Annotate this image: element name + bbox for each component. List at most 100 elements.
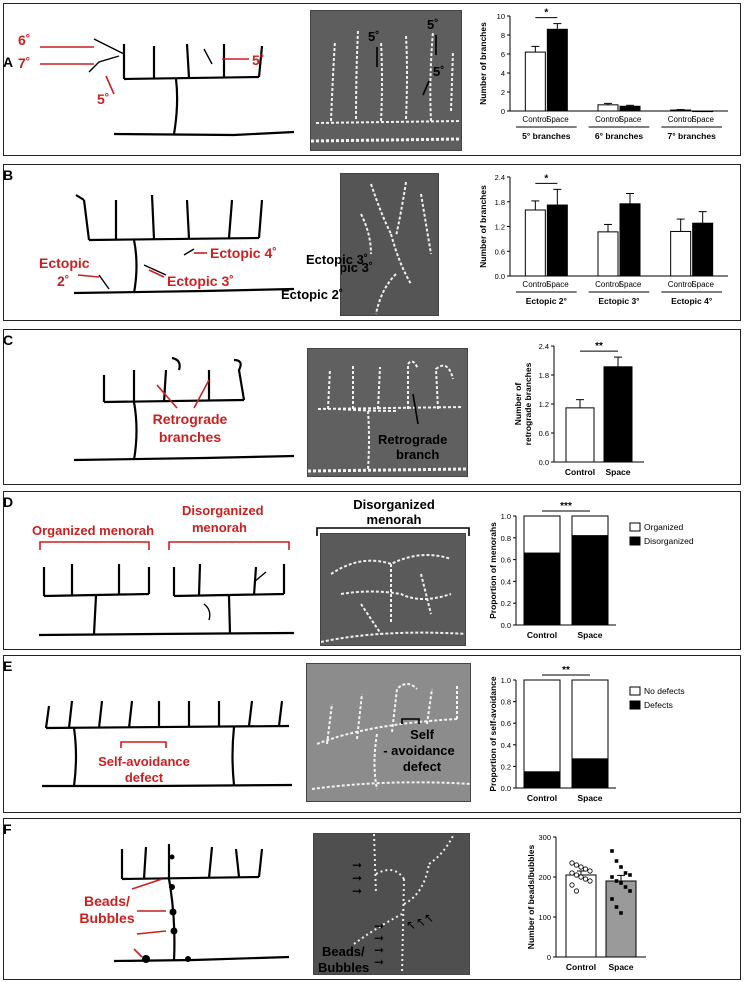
bar	[565, 874, 597, 958]
arrow-icon: ➞	[352, 871, 362, 885]
y-axis-label: retrograde branches	[523, 362, 533, 445]
x-tick-label: Space	[619, 115, 642, 124]
diagram-label: Retrograde	[153, 411, 228, 427]
bar	[619, 203, 641, 277]
micro-label: Self	[410, 727, 435, 742]
legend-swatch	[629, 522, 641, 532]
panel-e: E Self-avoidance defect Self - avoidance…	[3, 655, 741, 813]
panel-c-micrograph: Retrograde branch	[307, 348, 468, 477]
y-tick-label: 0.6	[495, 247, 505, 256]
y-axis-label: Proportion of self-avoidance	[488, 676, 498, 792]
arrow-icon: ➞	[352, 858, 362, 872]
bar	[571, 535, 609, 626]
diagram-label: Bubbles	[79, 910, 134, 926]
data-point	[578, 864, 584, 870]
legend-label: Organized	[644, 522, 683, 532]
y-tick-label: 0	[547, 953, 551, 962]
micro-label: Beads/	[322, 944, 365, 959]
y-tick-label: 100	[538, 913, 551, 922]
panel-letter: F	[3, 821, 12, 837]
x-tick-label: Space	[577, 793, 602, 803]
bar	[692, 222, 714, 277]
x-tick-label: Control	[595, 115, 621, 124]
micro-label-outside: Ectopic 3˚	[306, 252, 369, 267]
bar	[571, 758, 609, 789]
y-tick-label: 0.8	[501, 534, 511, 543]
significance-label: **	[562, 665, 570, 676]
group-label: Ectopic 2°	[526, 296, 568, 306]
group-label: 5° branches	[522, 131, 571, 141]
micrograph-image: Retrograde branch	[308, 349, 467, 476]
micrograph-image: ➞ ➞ ➞ ➞ ➞ ➞ ➞ ↖ ↖ ↖ Beads/ Bubbles	[314, 834, 469, 974]
bar	[692, 110, 714, 113]
y-tick-label: 2.4	[539, 342, 549, 351]
data-point	[614, 905, 619, 909]
data-point	[628, 889, 632, 893]
diagram-label: Beads/	[84, 893, 130, 909]
data-point	[569, 870, 575, 876]
bar	[670, 109, 692, 112]
bar	[670, 230, 692, 277]
y-axis-label: Number of beads/bubbles	[526, 845, 536, 950]
bar	[523, 515, 561, 554]
x-tick-label: Space	[619, 280, 642, 289]
micrograph-image	[321, 534, 465, 645]
x-tick-label: Space	[546, 115, 569, 124]
bar	[546, 28, 568, 112]
significance-label: *	[544, 8, 548, 19]
micro-label: defect	[403, 759, 442, 774]
significance-label: **	[595, 341, 603, 352]
data-point	[614, 859, 619, 863]
group-label: 6° branches	[595, 131, 644, 141]
panel-e-micrograph: Self - avoidance defect	[306, 663, 471, 802]
data-point	[623, 871, 628, 875]
diagram-label: Ectopic 4˚	[210, 245, 277, 261]
y-tick-label: 8	[501, 31, 505, 40]
micro-bracket	[316, 527, 470, 536]
x-tick-label: Control	[522, 115, 548, 124]
y-tick-label: 0.0	[539, 458, 549, 467]
diagram-label: 2˚	[57, 273, 69, 289]
bar	[597, 231, 619, 277]
y-tick-label: 0.8	[501, 698, 511, 707]
data-point	[610, 897, 614, 901]
data-point	[582, 876, 589, 882]
arrow-icon: ↖	[424, 911, 434, 925]
y-tick-label: 0.2	[501, 599, 511, 608]
legend-label: Disorganized	[644, 536, 694, 546]
micro-label: 5˚	[368, 29, 380, 44]
diagram-label: 7˚	[18, 55, 30, 71]
panel-f-diagram: Beads/ Bubbles	[79, 844, 290, 963]
x-tick-label: Control	[668, 115, 694, 124]
y-tick-label: 0.0	[501, 621, 511, 630]
panel-letter: A	[3, 54, 14, 70]
x-tick-label: Space	[608, 962, 633, 972]
micrograph-image: Ectopic 3˚	[341, 174, 438, 315]
diagram-label: Ectopic	[39, 255, 90, 271]
y-tick-label: 2	[501, 88, 505, 97]
micrograph-image: Self - avoidance defect	[307, 664, 470, 801]
micro-label: branch	[396, 447, 439, 462]
micro-label-outside: Ectopic 2˚	[281, 287, 344, 302]
bar	[524, 209, 546, 277]
micro-label: 5˚	[433, 64, 445, 79]
y-axis-label: Proportion of menorahs	[488, 522, 498, 619]
x-tick-label: Control	[566, 962, 596, 972]
arrow-icon: ➞	[352, 884, 362, 898]
data-point	[573, 872, 580, 878]
arrow-icon: ↖	[406, 918, 416, 932]
panel-d-micrograph	[320, 533, 466, 646]
y-tick-label: 0	[501, 107, 505, 116]
micro-label: - avoidance	[383, 743, 455, 758]
panel-b-diagram: Ectopic 4˚ Ectopic 2˚ Ectopic 3˚	[39, 194, 295, 295]
bar	[619, 105, 641, 112]
x-tick-label: Control	[522, 280, 548, 289]
panel-b-micrograph: Ectopic 3˚	[340, 173, 439, 316]
panel-b: B Ectopic 4˚ Ectopic 2˚ Ectopic 3˚	[3, 164, 741, 321]
data-point	[610, 849, 614, 853]
arrow-icon: ↖	[416, 915, 426, 929]
x-tick-label: Space	[546, 280, 569, 289]
